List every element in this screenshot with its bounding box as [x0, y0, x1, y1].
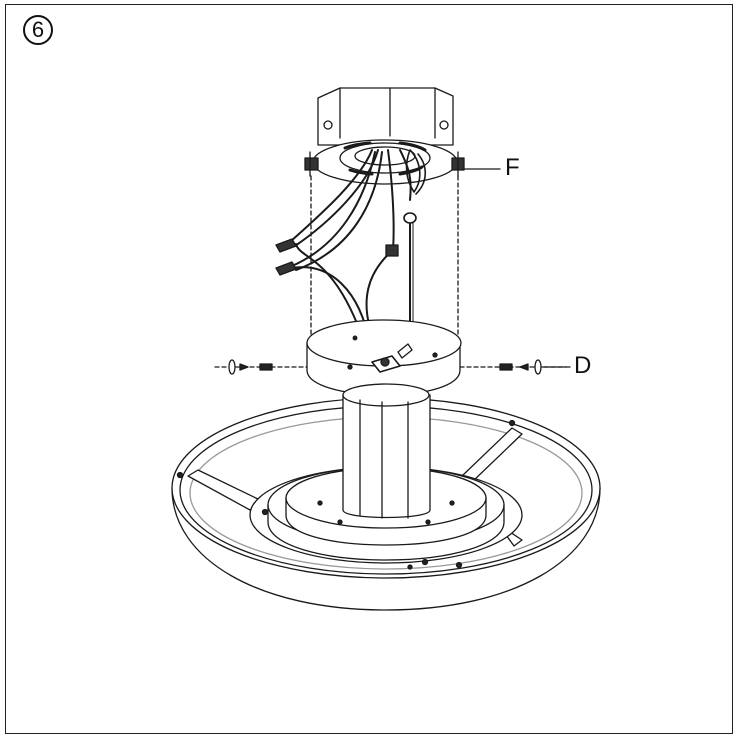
mounting-bracket	[304, 139, 465, 185]
center-column	[342, 383, 431, 519]
callout-d-label: D	[574, 352, 592, 379]
step-number-badge: 6	[23, 15, 53, 45]
callout-f-label: F	[505, 154, 520, 181]
wire-nuts	[275, 238, 399, 276]
canopy	[306, 319, 462, 396]
screw-d-left	[214, 359, 308, 375]
alignment-guides	[310, 175, 459, 341]
junction-box	[317, 87, 454, 146]
